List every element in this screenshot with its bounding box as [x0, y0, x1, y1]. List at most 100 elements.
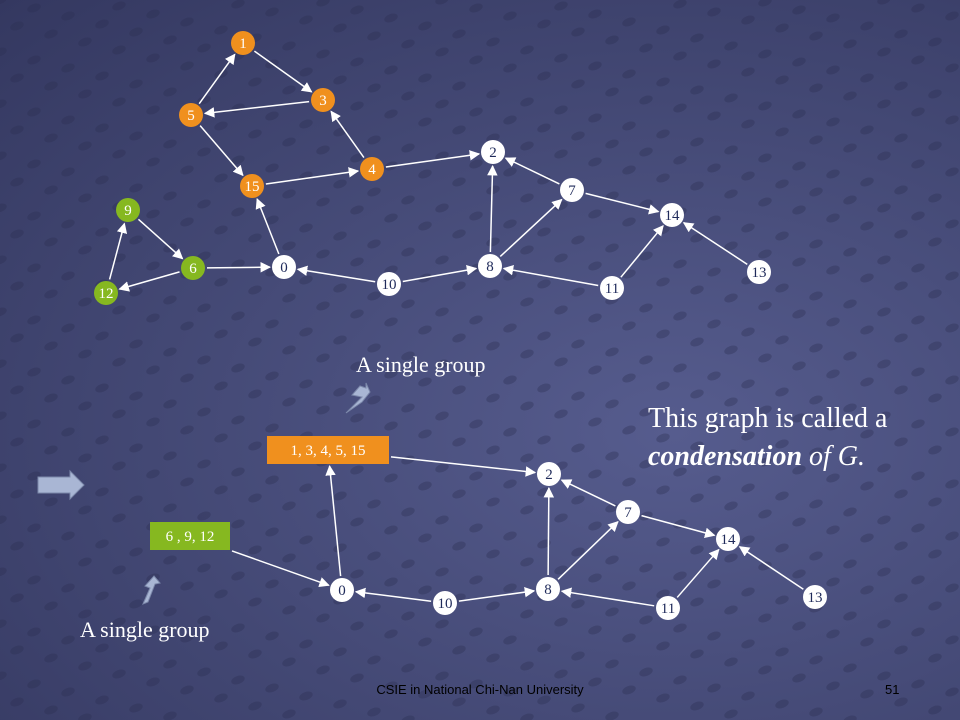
bg-dot: [129, 27, 143, 37]
bg-dot: [843, 455, 857, 465]
bg-dot: [605, 711, 619, 720]
bg-dot: [809, 239, 823, 249]
bg-dot: [707, 631, 721, 641]
bg-dot: [520, 193, 534, 203]
bg-dot: [537, 383, 551, 393]
bg-dot: [520, 245, 534, 255]
bg-dot: [44, 185, 58, 195]
bg-dot: [469, 419, 483, 429]
bg-dot: [231, 467, 245, 477]
bg-dot: [0, 0, 7, 5]
top-node-5: 5: [179, 103, 203, 127]
bg-dot: [282, 345, 296, 355]
bg-dot: [214, 485, 228, 495]
bg-dot: [333, 543, 347, 553]
bg-dot: [163, 399, 177, 409]
bg-dot: [843, 299, 857, 309]
bg-dot: [605, 607, 619, 617]
bg-dot: [333, 699, 347, 709]
bg-dot: [571, 235, 585, 245]
bg-dot: [571, 79, 585, 89]
top-edge-7-to-2: [504, 157, 560, 185]
bg-dot: [333, 283, 347, 293]
bg-dot: [537, 695, 551, 705]
bg-dot: [741, 171, 755, 181]
bg-dot: [248, 285, 262, 295]
bg-dot: [282, 41, 296, 51]
bg-dot: [401, 663, 415, 673]
bg-dot: [690, 441, 704, 451]
bg-dot: [605, 659, 619, 669]
bg-dot: [571, 339, 585, 349]
bg-dot: [877, 203, 891, 213]
bg-dot: [520, 609, 534, 619]
bg-dot: [894, 697, 908, 707]
bg-dot: [656, 329, 670, 339]
top-node-15: 15: [240, 174, 264, 198]
bg-dot: [486, 445, 500, 455]
bg-dot: [622, 165, 636, 175]
bg-dot: [452, 333, 466, 343]
bg-dot: [129, 391, 143, 401]
bg-dot: [78, 505, 92, 515]
bg-dot: [10, 489, 24, 499]
bg-dot: [554, 305, 568, 315]
bg-dot: [163, 659, 177, 669]
bg-dot: [860, 73, 874, 83]
top-node-3: 3: [311, 88, 335, 112]
bottom-edge-1_3_4_5_15-to-2: [390, 456, 537, 477]
bg-dot: [792, 621, 806, 631]
bg-dot: [622, 217, 636, 227]
bottom-node-14: 14: [716, 527, 740, 551]
bg-dot: [10, 385, 24, 395]
bottom-node-label: 0: [338, 583, 346, 599]
bg-dot: [911, 159, 925, 169]
top-node-6: 6: [181, 256, 205, 280]
bg-dot: [588, 625, 602, 635]
bottom-edge-11-to-8: [560, 587, 655, 607]
bg-dot: [656, 693, 670, 703]
bg-dot: [554, 357, 568, 367]
bg-dot: [690, 597, 704, 607]
bg-dot: [180, 17, 194, 27]
bg-dot: [350, 257, 364, 267]
bg-dot: [758, 405, 772, 415]
bg-dot: [197, 95, 211, 105]
bg-dot: [622, 321, 636, 331]
bg-dot: [826, 525, 840, 535]
bg-dot: [571, 27, 585, 37]
bg-dot: [367, 83, 381, 93]
bg-dot: [826, 13, 840, 23]
bg-dot: [571, 131, 585, 141]
bg-dot: [129, 547, 143, 557]
top-node-label: 1: [239, 36, 247, 52]
bg-dot: [741, 15, 755, 25]
bg-dot: [656, 173, 670, 183]
bg-dot: [95, 383, 109, 393]
bg-dot: [231, 207, 245, 217]
bg-dot: [61, 11, 75, 21]
bg-dot: [435, 619, 449, 629]
bg-dot: [112, 45, 126, 55]
bg-dot: [860, 21, 874, 31]
bottom-node-label: 14: [721, 532, 737, 548]
bg-dot: [435, 671, 449, 681]
bg-dot: [605, 347, 619, 357]
bottom-edge-10-to-0: [354, 587, 432, 602]
bg-dot: [401, 143, 415, 153]
bg-dot: [112, 149, 126, 159]
bg-dot: [843, 91, 857, 101]
bg-dot: [231, 0, 245, 9]
bg-dot: [775, 179, 789, 189]
bg-dot: [78, 453, 92, 463]
bg-dot: [231, 103, 245, 113]
bg-dot: [690, 545, 704, 555]
bg-dot: [945, 687, 959, 697]
bg-dot: [639, 303, 653, 313]
bg-dot: [299, 15, 313, 25]
bg-dot: [537, 331, 551, 341]
bg-dot: [265, 423, 279, 433]
bg-dot: [367, 707, 381, 717]
bg-dot: [503, 687, 517, 697]
bg-dot: [928, 653, 942, 663]
